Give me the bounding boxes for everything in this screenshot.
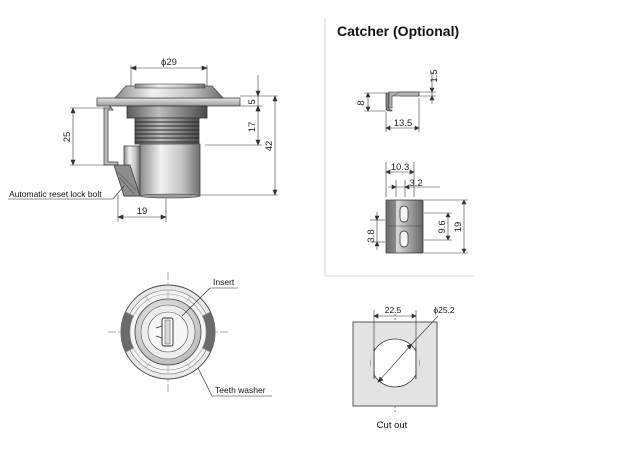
dim-bolt-reach: 19 [137, 206, 148, 217]
callout-lock-bolt: Automatic reset lock bolt [9, 189, 102, 199]
dim-diameter: ϕ29 [161, 57, 177, 68]
cutout-view: 22.5 ϕ25.2 Cut out [352, 305, 455, 431]
catcher-title: Catcher (Optional) [337, 23, 459, 39]
dim-catcher-left-height: 3.8 [366, 229, 377, 242]
catcher-side-view: 1.5 8 13.5 [356, 69, 440, 132]
dim-total: 42 [264, 141, 275, 152]
dim-flange: 5 [247, 99, 258, 104]
cutout-caption: Cut out [377, 420, 408, 431]
lock-front-view: Insert Teeth washer [108, 272, 272, 397]
dim-catcher-top-width: 10.3 [391, 162, 410, 173]
dim-bolt-drop: 25 [62, 132, 73, 143]
dim-cutout-flat: 22.5 [385, 305, 402, 315]
dim-catcher-height: 8 [356, 100, 367, 105]
dim-catcher-total-height: 19 [453, 222, 464, 233]
dim-catcher-slot-height: 9.6 [437, 220, 448, 233]
dim-cutout-diameter: ϕ25.2 [433, 305, 455, 315]
dim-catcher-slot-offset: 3.2 [409, 178, 422, 189]
callout-insert: Insert [213, 277, 235, 287]
dim-body: 17 [247, 122, 258, 133]
callout-teeth-washer: Teeth washer [215, 385, 266, 395]
catcher-front-view: 3.2 10.3 3.8 9.6 19 [366, 162, 468, 254]
dim-catcher-thickness: 1.5 [429, 69, 440, 82]
catcher-panel-frame [324, 18, 474, 277]
lock-side-view: ϕ29 5 17 42 25 19 Automatic reset lock b… [8, 57, 278, 222]
dim-catcher-length: 13.5 [394, 118, 413, 129]
